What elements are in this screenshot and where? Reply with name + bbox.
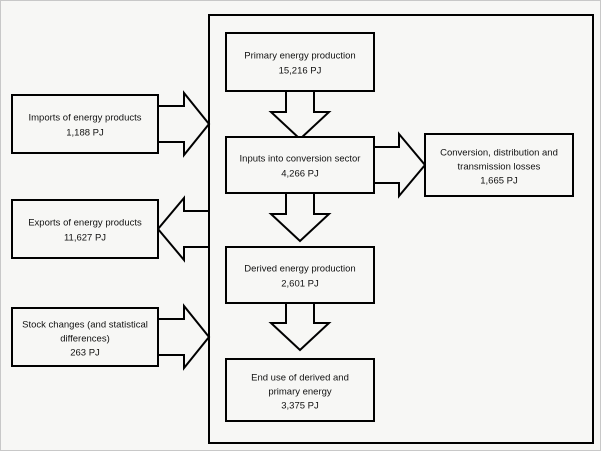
box-primary-energy-production-line1: Primary energy production [244,51,355,62]
arrow-stock-changes-to-system [157,303,211,371]
arrow-system-to-exports [156,195,210,263]
box-inputs-into-conversion-sector: Inputs into conversion sector 4,266 PJ [225,136,375,194]
arrow-imports-to-system [157,90,211,158]
box-end-use: End use of derived and primary energy 3,… [225,358,375,422]
box-primary-energy-production-line2: 15,216 PJ [279,66,322,77]
box-conversion-losses-line1: Conversion, distribution and [440,148,558,159]
arrow-inputs-to-derived [268,191,332,243]
box-conversion-losses-rect [424,133,574,197]
box-stock-changes-line3: 263 PJ [70,348,100,359]
arrow-primary-to-inputs [268,89,332,141]
box-inputs-into-conversion-sector-line1: Inputs into conversion sector [240,154,361,165]
box-imports-line1: Imports of energy products [29,113,142,124]
box-conversion-losses-line3: 1,665 PJ [480,176,518,187]
box-end-use-line3: 3,375 PJ [281,401,319,412]
box-exports-rect [11,199,159,259]
box-end-use-line1: End use of derived and [251,373,349,384]
box-derived-energy-production-rect [225,246,375,304]
box-imports-line2: 1,188 PJ [66,128,104,139]
box-stock-changes: Stock changes (and statistical differenc… [11,307,159,367]
box-derived-energy-production-line2: 2,601 PJ [281,279,319,290]
box-derived-energy-production-line1: Derived energy production [244,264,355,275]
box-primary-energy-production-rect [225,32,375,92]
box-stock-changes-line2: differences) [60,334,109,345]
box-stock-changes-line1: Stock changes (and statistical [22,320,148,331]
box-imports: Imports of energy products 1,188 PJ [11,94,159,154]
box-exports-line2: 11,627 PJ [64,233,106,244]
box-primary-energy-production: Primary energy production 15,216 PJ [225,32,375,92]
box-exports: Exports of energy products 11,627 PJ [11,199,159,259]
arrow-derived-to-end-use [268,300,332,352]
box-stock-changes-rect [11,307,159,367]
box-derived-energy-production: Derived energy production 2,601 PJ [225,246,375,304]
arrow-inputs-to-losses [373,131,427,199]
box-conversion-losses-line2: transmission losses [458,162,541,173]
box-end-use-rect [225,358,375,422]
box-inputs-into-conversion-sector-line2: 4,266 PJ [281,169,319,180]
box-end-use-line2: primary energy [268,387,332,398]
box-imports-rect [11,94,159,154]
box-conversion-losses: Conversion, distribution and transmissio… [424,133,574,197]
box-inputs-into-conversion-sector-rect [225,136,375,194]
box-exports-line1: Exports of energy products [28,218,142,229]
